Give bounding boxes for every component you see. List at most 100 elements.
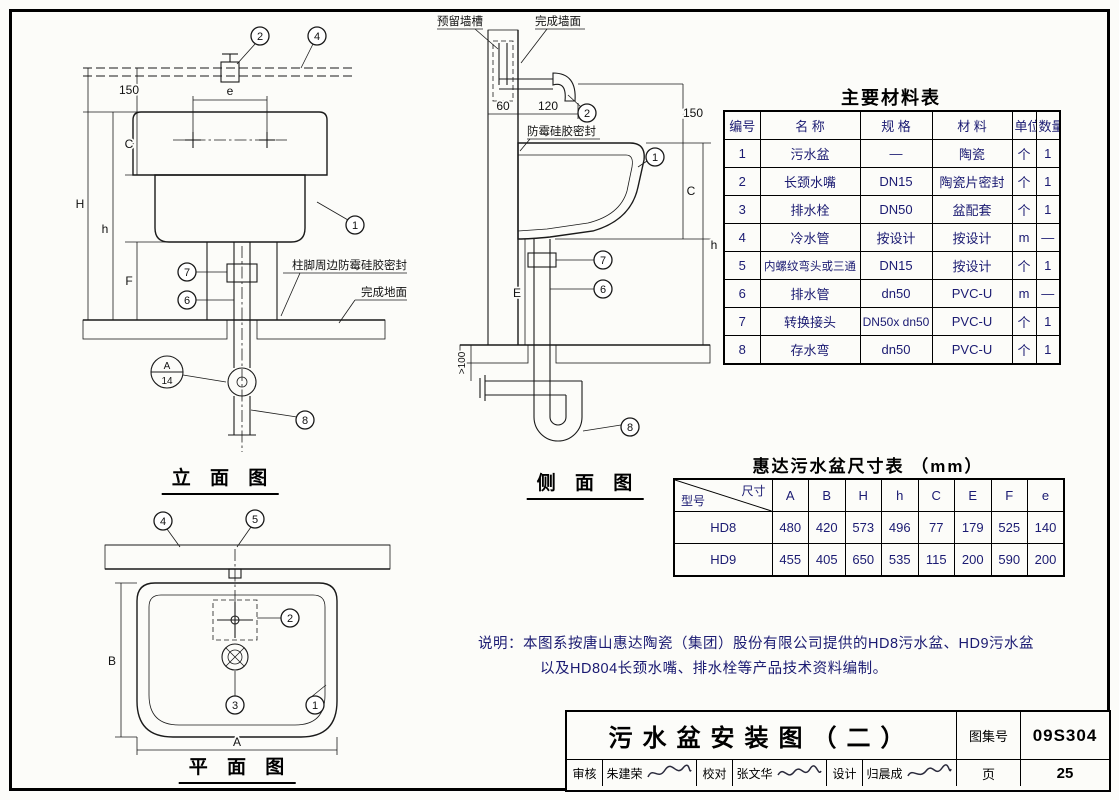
svg-text:1: 1 [652,152,658,164]
faucet-symbol [220,53,240,83]
materials-table-title: 主要材料表 [841,88,941,108]
svg-text:7: 7 [184,267,190,279]
sheet-title: 污水盆安装图（二） [567,712,957,759]
drain-pipe-elevation [226,242,258,452]
dim-150-label: 150 [119,83,139,97]
svg-text:4: 4 [314,31,320,43]
dim-E-side: E [511,239,526,345]
detail-number: 14 [161,376,173,387]
notes-block: 说明：本图系按唐山惠达陶瓷（集团）股份有限公司提供的HD8污水盆、HD9污水盆 … [478,632,1078,683]
svg-text:>100: >100 [457,351,468,374]
callout-1-side: 1 [637,147,665,168]
side-view-caption: 侧 面 图 [526,468,644,500]
dim-h: h [100,112,114,320]
reviewer-label: 审核 [567,760,603,786]
callout-2-plan: 2 [257,608,300,628]
finished-floor-side [459,344,711,364]
svg-text:柱脚周边防霉硅胶密封: 柱脚周边防霉硅胶密封 [292,258,407,272]
basin-elevation [132,111,328,320]
svg-text:6: 6 [600,284,606,296]
svg-text:h: h [102,222,109,236]
elevation-caption: 立 面 图 [161,463,279,495]
finished-floor-annotation: 完成地面 [338,283,409,324]
note-line-1: 说明：本图系按唐山惠达陶瓷（集团）股份有限公司提供的HD8污水盆、HD9污水盆 [478,636,1035,652]
title-block: 污水盆安装图（二） 图集号 09S304 审核 朱建荣 校对 张文华 设计 归晨… [565,710,1111,792]
reviewer-name: 朱建荣 [606,766,643,781]
elevation-drawing: A 14 e H h [74,26,409,452]
detail-letter: A [164,361,171,372]
seal-label-side: 防霉硅胶密封 [519,122,600,152]
svg-text:6: 6 [184,295,190,307]
dim-e: e [192,82,268,132]
checker-cell: 张文华 [733,760,827,786]
designer-label: 设计 [827,760,863,786]
dim-100-side: >100 [455,345,472,381]
callout-7: 7 [177,262,227,282]
plan-drawing: B A 4 5 2 3 [104,509,391,755]
atlas-number: 09S304 [1032,725,1098,745]
materials-header-row: 编号 名 称 规 格 材 料 单位 数量 [723,110,1061,140]
side-view-drawing: 预留墙槽 完成墙面 防霉硅胶密封 60 120 [435,12,719,442]
dim-B-plan: B [106,582,137,738]
callout-2: 2 [236,26,270,65]
svg-text:150: 150 [683,106,703,120]
callout-8-side: 8 [582,417,640,437]
callout-1: 1 [316,201,365,235]
signature-icon [906,764,952,777]
svg-text:H: H [76,197,85,211]
trap-elevation [227,367,257,436]
faucet-side [499,72,576,102]
callout-3-plan: 3 [225,671,245,715]
svg-text:e: e [227,84,234,98]
drain-pipe-side [527,239,557,381]
title-block-row-2: 审核 朱建荣 校对 张文华 设计 归晨成 页 25 [567,760,1109,786]
dim-h-side: h [702,143,719,345]
svg-text:C: C [687,184,696,198]
svg-text:1: 1 [352,220,358,232]
page-label: 页 [957,760,1021,786]
svg-text:8: 8 [627,422,633,434]
signature-icon [776,765,822,776]
dim-F-label: F [125,274,132,288]
callout-6: 6 [177,290,234,310]
designer-name: 归晨成 [866,766,903,781]
svg-text:60: 60 [496,99,510,113]
finished-floor [82,319,386,340]
trap-side [479,375,583,442]
basin-side-section [517,142,645,240]
tap-hole-left [185,132,201,148]
dim-150-C-F: 150 C F [83,68,169,320]
basin-plan [136,582,338,738]
callout-8: 8 [250,409,315,430]
callout-4: 4 [300,26,327,69]
seal-annotation: 柱脚周边防霉硅胶密封 [280,256,409,317]
svg-text:5: 5 [252,514,258,526]
note-line-2: 以及HD804长颈水嘴、排水栓等产品技术资料编制。 [540,661,888,678]
wall-plan [104,544,391,613]
svg-text:8: 8 [302,415,308,427]
svg-text:1: 1 [312,700,318,712]
svg-text:A: A [233,735,241,749]
reviewer-cell: 朱建荣 [603,760,697,786]
dim-H: H [74,68,89,320]
wall-groove [492,40,514,102]
page-number: 25 [1056,764,1074,782]
dim-60-120: 60 120 [487,97,579,119]
callout-7-side: 7 [556,250,613,270]
designer-cell: 归晨成 [863,760,957,786]
svg-text:2: 2 [584,108,590,120]
signature-icon [646,764,692,778]
svg-text:预留墙槽: 预留墙槽 [437,14,483,28]
callout-2-side: 2 [567,94,597,123]
checker-label: 校对 [697,760,733,786]
callout-1-plan: 1 [305,684,327,715]
callout-4-plan: 4 [153,511,181,548]
